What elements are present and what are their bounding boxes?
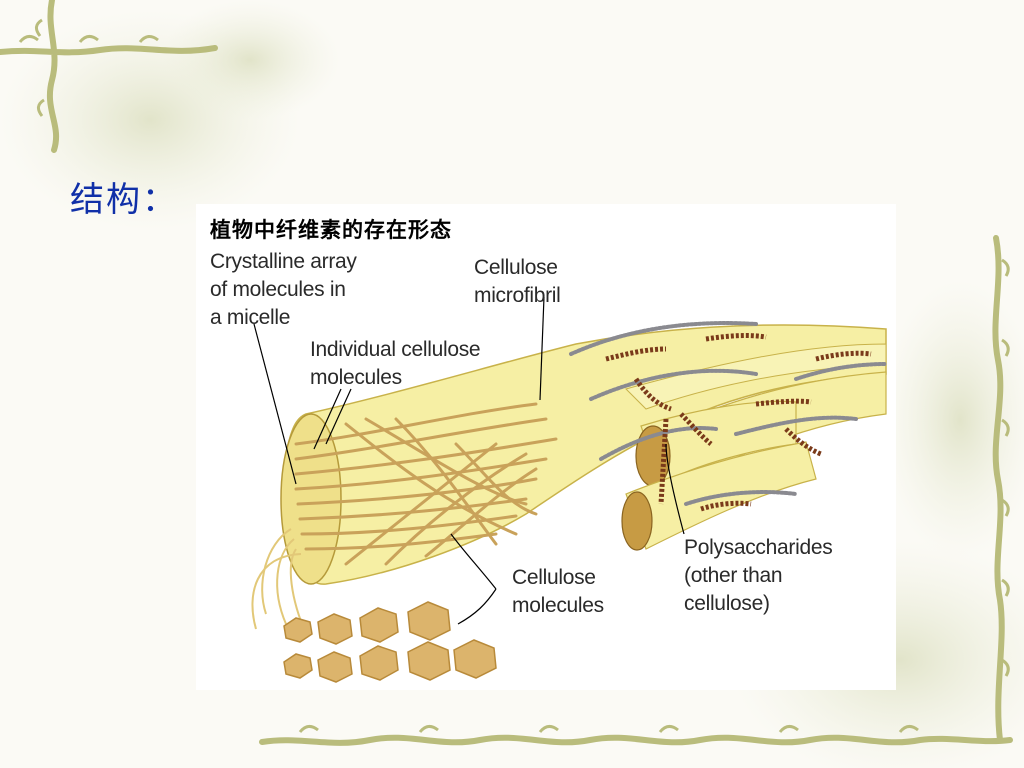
polysaccharide-grey-chains bbox=[569, 321, 888, 506]
microfibril-end bbox=[280, 413, 342, 585]
label-individual-molecules: Individual cellulose molecules bbox=[310, 338, 481, 389]
cut-fibril-2-face bbox=[621, 491, 653, 551]
leader-lines bbox=[253, 296, 685, 625]
branch-upper bbox=[625, 343, 887, 410]
internal-strands bbox=[294, 402, 558, 566]
slide-heading: 结构： bbox=[70, 180, 178, 220]
vine-bottom bbox=[259, 734, 1013, 746]
cellulose-illustration bbox=[251, 296, 888, 683]
figure-title: 植物中纤维素的存在形态 bbox=[210, 218, 452, 242]
polysaccharide-dark-coils bbox=[605, 333, 872, 512]
vine-top-left bbox=[0, 0, 218, 153]
leaf-blur-top-right bbox=[160, 0, 340, 120]
vine-right bbox=[992, 235, 1005, 743]
label-crystalline-array: Crystalline array of molecules in a mice… bbox=[210, 250, 357, 329]
label-polysaccharides: Polysaccharides (other than cellulose) bbox=[684, 536, 833, 615]
cellulose-diagram: 植物中纤维素的存在形态 Crystalline array of molecul… bbox=[196, 204, 896, 690]
label-cellulose-molecules: Cellulose molecules bbox=[512, 566, 604, 617]
glucose-hexagons bbox=[283, 601, 497, 683]
label-cellulose-microfibril: Cellulose microfibril bbox=[474, 256, 561, 307]
leaf-blur-right bbox=[880, 280, 1024, 560]
